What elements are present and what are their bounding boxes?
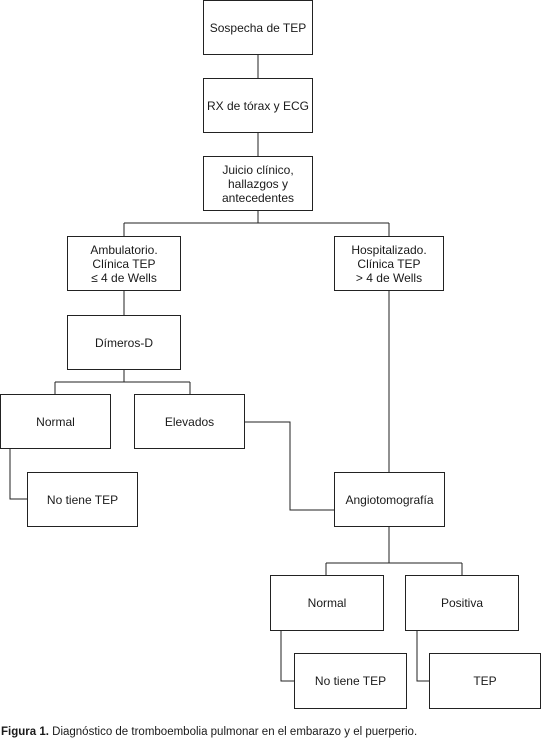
tep-box: TEP (429, 653, 541, 709)
normal-right-box: Normal (270, 575, 384, 631)
rx-torax-ecg-box: RX de tórax y ECG (203, 78, 313, 133)
no-tiene-tep-right-box: No tiene TEP (294, 653, 407, 709)
angiotomografia-box: Angiotomografía (334, 472, 445, 527)
sospecha-tep-box: Sospecha de TEP (203, 0, 313, 55)
ambulatorio-box: Ambulatorio. Clínica TEP ≤ 4 de Wells (67, 236, 181, 291)
juicio-clinico-box: Juicio clínico, hallazgos y antecedentes (203, 156, 313, 211)
figure-caption: Figura 1. Diagnóstico de tromboembolia p… (1, 726, 541, 738)
dimeros-d-box: Dímeros-D (67, 315, 181, 370)
normal-left-box: Normal (0, 394, 111, 449)
caption-text: Diagnóstico de tromboembolia pulmonar en… (48, 726, 418, 738)
caption-label: Figura 1. (1, 726, 49, 738)
elevados-box: Elevados (134, 394, 245, 449)
no-tiene-tep-left-box: No tiene TEP (27, 472, 138, 527)
hospitalizado-box: Hospitalizado. Clínica TEP > 4 de Wells (334, 236, 444, 291)
positiva-box: Positiva (405, 575, 519, 631)
